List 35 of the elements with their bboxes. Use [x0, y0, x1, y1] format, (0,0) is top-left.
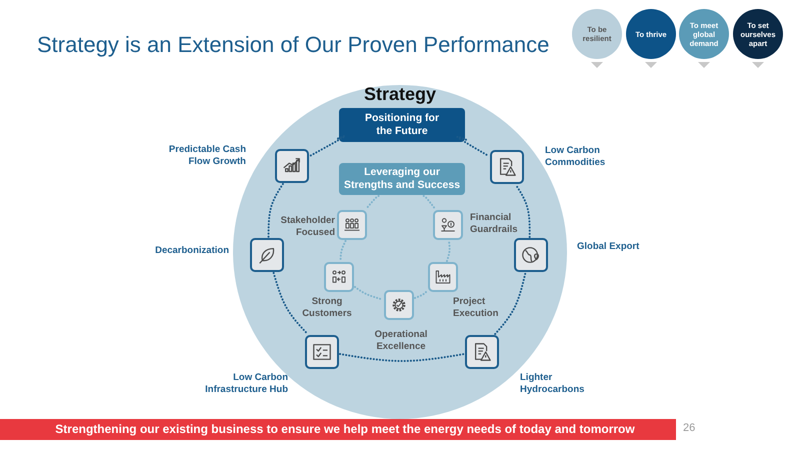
dotted-connector [354, 286, 384, 301]
outcome-label: Predictable Cash Flow Growth [168, 144, 246, 167]
goal-circle [679, 9, 729, 59]
outcome-label: Low Carbon Infrastructure Hub [204, 372, 288, 395]
positioning-box [339, 108, 465, 142]
strength-label: Operational Excellence [374, 329, 428, 352]
strategy-text: Leveraging our Strengths and Success [342, 166, 462, 192]
goal-circle [572, 9, 622, 59]
page-number: 26 [683, 422, 696, 434]
dotted-connector [446, 240, 451, 262]
strength-label: Strong Customers [301, 296, 353, 319]
outcome-label: Decarbonization [154, 245, 229, 256]
outcome-label: Global Export [577, 241, 640, 252]
dotted-connector [268, 183, 284, 238]
strength-label: Project Execution [453, 296, 500, 319]
strength-label: Stakeholder Focused [280, 215, 335, 238]
goal-circle [733, 9, 783, 59]
strategy-heading: Strategy [362, 84, 438, 105]
dotted-connector [340, 240, 347, 262]
dotted-connector [515, 184, 531, 238]
strength-label: Financial Guardrails [470, 212, 519, 235]
outcome-label: Low Carbon Commodities [545, 145, 606, 168]
goal-circle [626, 9, 676, 59]
dotted-connector [272, 272, 309, 335]
dotted-connector [422, 195, 436, 210]
strategy-text: Positioning for the Future [364, 112, 440, 138]
slide-title: Strategy is an Extension of Our Proven Performance [37, 32, 550, 58]
dotted-connector [414, 290, 428, 299]
dotted-connector [456, 136, 490, 158]
dotted-connector [339, 353, 465, 362]
dotted-connector [309, 134, 346, 157]
dotted-connector [365, 195, 380, 210]
footer-banner: Strengthening our existing business to ensure we help meet the energy needs of today and tomorrow [0, 419, 676, 440]
outcome-label: Lighter Hydrocarbons [520, 372, 586, 395]
dotted-connector [494, 272, 526, 335]
